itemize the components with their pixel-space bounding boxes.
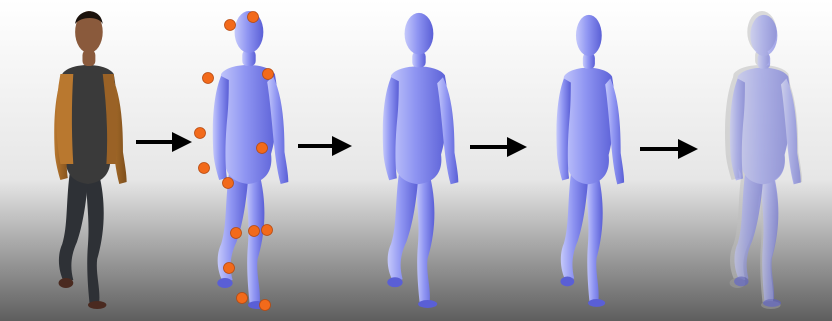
head	[405, 13, 434, 55]
back-foot	[588, 299, 605, 307]
front-foot	[387, 277, 402, 287]
back-foot	[763, 299, 781, 307]
front-foot	[734, 277, 748, 287]
joint-marker	[260, 300, 271, 311]
head	[576, 15, 602, 56]
joint-marker	[263, 69, 274, 80]
joint-marker	[203, 73, 214, 84]
joint-marker	[224, 263, 235, 274]
joint-marker	[262, 225, 273, 236]
joint-marker	[195, 128, 206, 139]
joint-marker	[237, 293, 248, 304]
front-foot	[217, 278, 232, 288]
front-foot	[560, 277, 574, 287]
joint-marker	[223, 178, 234, 189]
back-foot	[88, 301, 106, 309]
joint-marker	[225, 20, 236, 31]
head	[750, 15, 777, 56]
joint-marker	[248, 12, 259, 23]
joint-marker	[231, 228, 242, 239]
joint-marker	[199, 163, 210, 174]
hoodie-left-panel	[56, 74, 73, 164]
joint-marker	[257, 143, 268, 154]
joint-marker	[249, 226, 260, 237]
front-foot	[59, 278, 74, 288]
back-foot	[418, 300, 437, 308]
